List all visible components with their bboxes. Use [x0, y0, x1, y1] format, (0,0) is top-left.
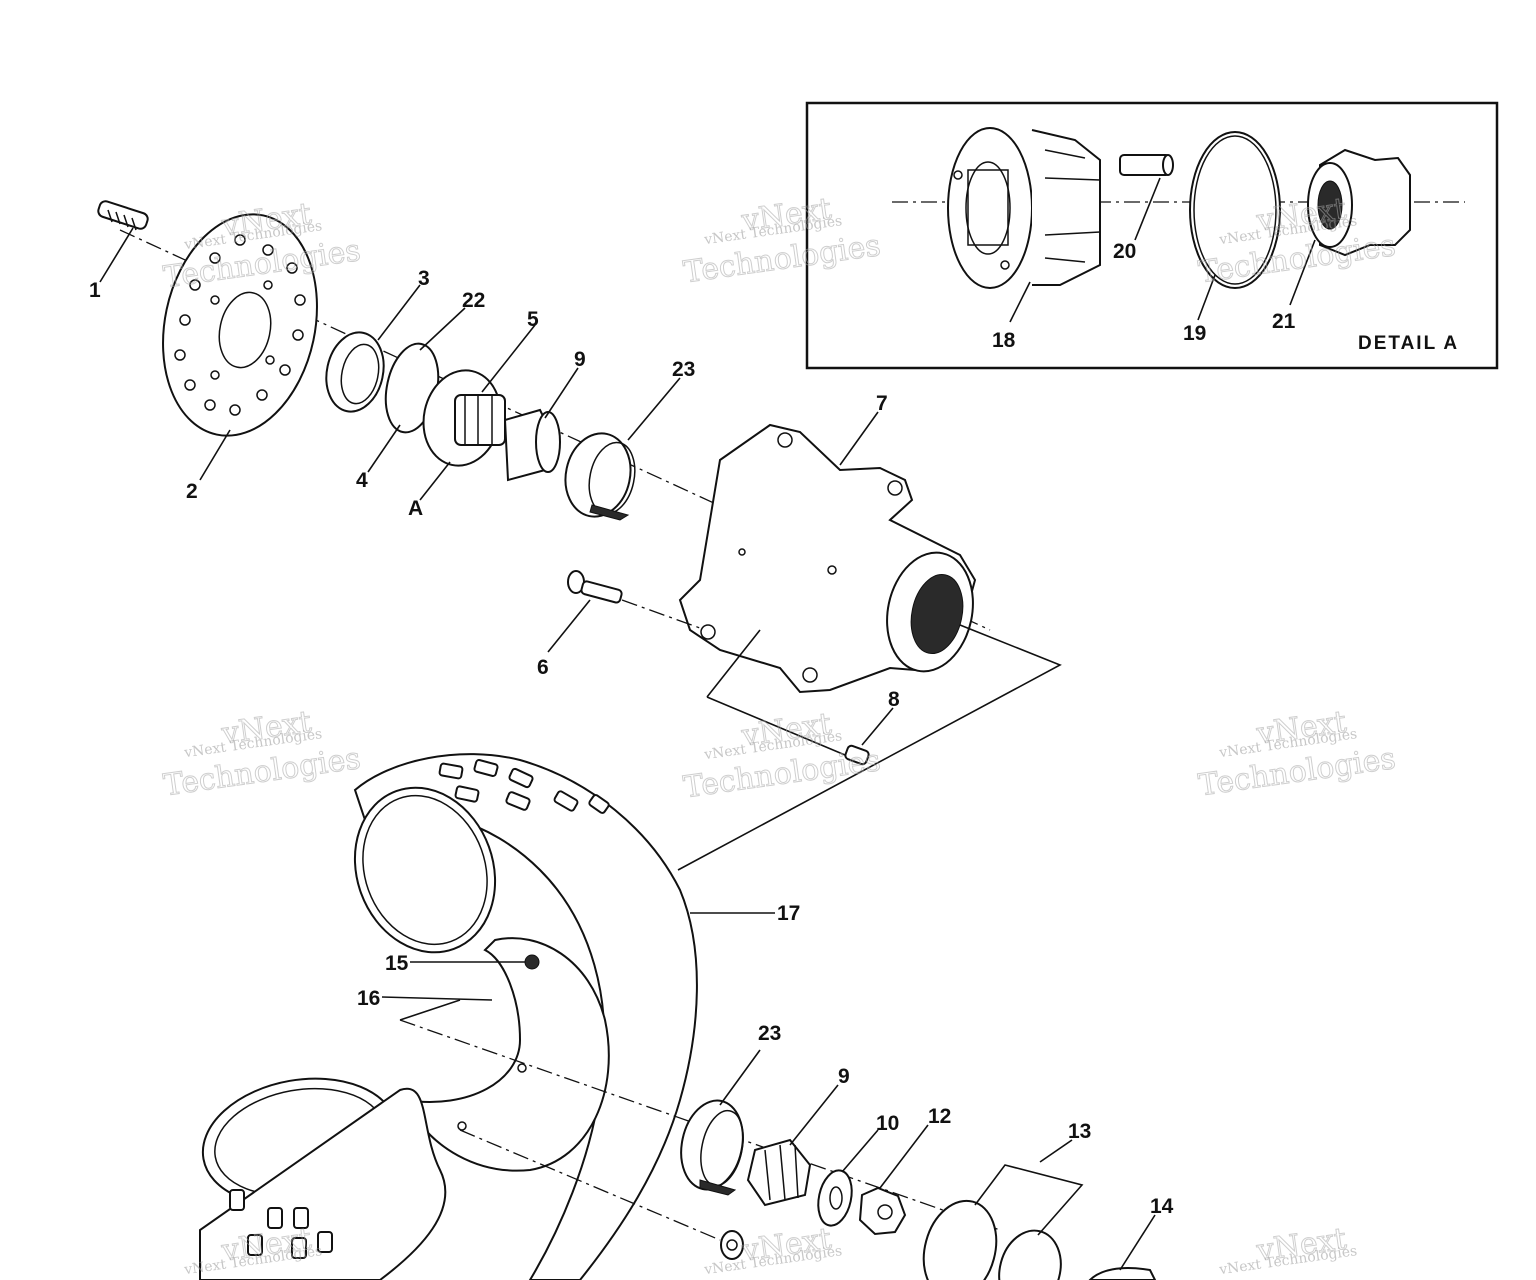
- detail-a-title: DETAIL A: [1358, 333, 1459, 354]
- hub-lock-A: [419, 324, 536, 501]
- callout-1: 1: [89, 279, 101, 302]
- bearing-cone-9-upper: [503, 367, 579, 482]
- hub-knob-21: [1289, 148, 1411, 306]
- tire-17: [353, 753, 775, 1280]
- callout-17: 17: [777, 902, 800, 925]
- hub-lock-body-18: [947, 127, 1101, 289]
- callout-4: 4: [356, 469, 368, 492]
- callout-7: 7: [876, 392, 888, 415]
- nut-12: [858, 1124, 929, 1236]
- callout-18: 18: [992, 329, 1016, 352]
- snap-ring-19: [1189, 131, 1281, 321]
- bearing-cup-23-upper: [564, 377, 681, 521]
- wheel-hub-7: [678, 411, 977, 694]
- callout-6: 6: [537, 656, 549, 679]
- callout-15: 15: [385, 952, 409, 975]
- callout-3: 3: [418, 267, 430, 290]
- callout-23-upper: 23: [672, 358, 695, 381]
- washer-10: [817, 1129, 879, 1227]
- callout-20: 20: [1113, 240, 1136, 263]
- bearing-cup-23-lower: [680, 1049, 761, 1196]
- watermark-9: vNext vNext Technologies: [1217, 1221, 1358, 1278]
- callout-14: 14: [1150, 1195, 1174, 1218]
- callout-23-lower: 23: [758, 1022, 781, 1045]
- watermark-6: vNext vNext Technologies Technologies: [1196, 704, 1398, 804]
- watermark-5: vNext vNext Technologies Technologies: [681, 706, 883, 806]
- callout-19: 19: [1183, 322, 1206, 345]
- o-rings-13: [922, 1139, 1084, 1280]
- callout-5: 5: [527, 308, 539, 331]
- stud-6: [547, 570, 701, 653]
- bearing-cone-9-lower: [746, 1084, 839, 1207]
- pin-20: [1119, 154, 1174, 241]
- callout-9-lower: 9: [838, 1065, 850, 1088]
- callout-16: 16: [357, 987, 380, 1010]
- grease-fitting-8: [677, 624, 1062, 871]
- callout-12: 12: [928, 1105, 951, 1128]
- lower-wheel-assembly: 17 15 16 23 9 10 12 13 14: [199, 753, 1174, 1280]
- bolt-1: [97, 200, 149, 283]
- tire-lower-half: [199, 1077, 447, 1280]
- callout-10: 10: [876, 1112, 899, 1135]
- callout-A: A: [408, 497, 423, 520]
- callout-13: 13: [1068, 1120, 1091, 1143]
- callout-2: 2: [186, 480, 198, 503]
- detail-a-panel: 18 20 19 21 DETAIL A: [805, 101, 1499, 370]
- callout-21: 21: [1272, 310, 1296, 333]
- hub-cap-14: [1088, 1214, 1157, 1280]
- rim-half-16: [381, 937, 610, 1172]
- brake-disc-2: [162, 213, 318, 481]
- callout-22: 22: [462, 289, 485, 312]
- valve-stem: [720, 1230, 744, 1260]
- seal-3: [325, 284, 421, 413]
- watermark-4: vNext vNext Technologies Technologies: [161, 704, 363, 804]
- callout-8: 8: [888, 688, 900, 711]
- upper-hub-assembly: 1 2 3 22 4 5 A 9 23 7 6 8: [89, 200, 1062, 871]
- callout-9-upper: 9: [574, 348, 586, 371]
